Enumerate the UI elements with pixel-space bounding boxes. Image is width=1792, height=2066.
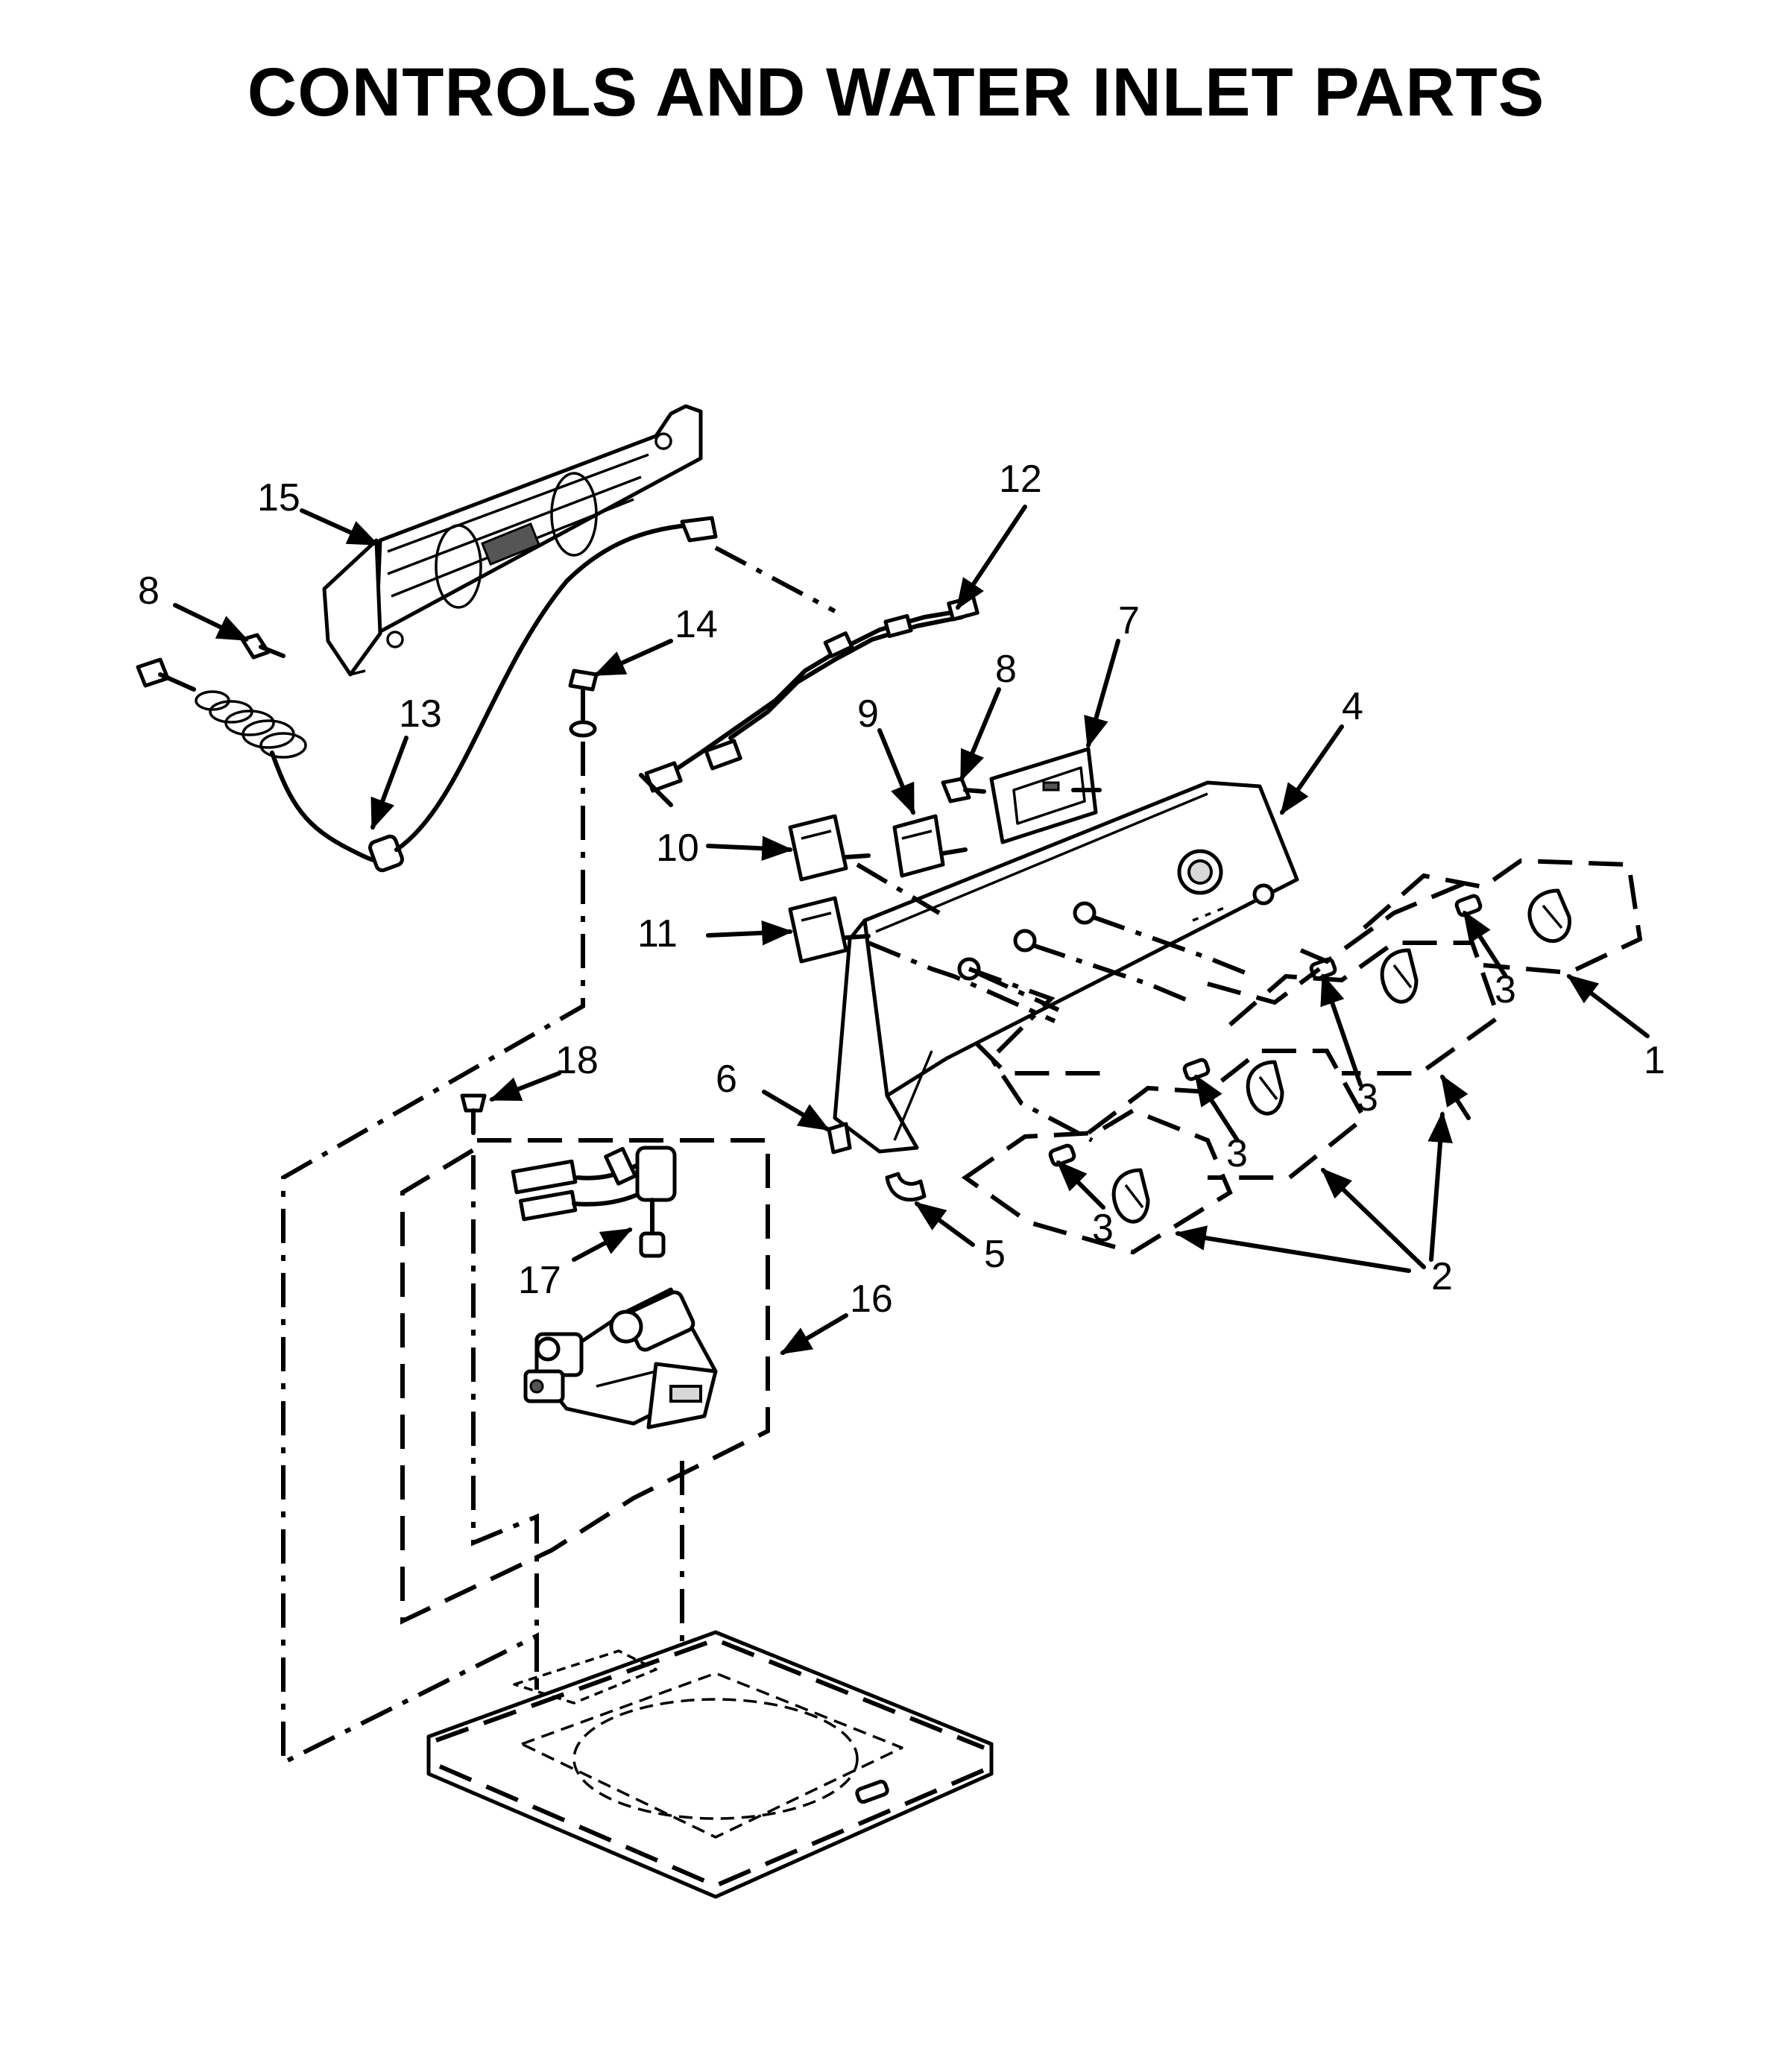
knob-1 [1527,888,1571,943]
knob-2 [1380,948,1419,1004]
callout-12: 12 [999,458,1042,501]
leader-arrows [173,505,1650,1355]
ground-path-line [281,742,585,1766]
callout-9: 9 [857,692,879,736]
callout-17: 17 [518,1259,561,1302]
insert-4 [1048,1143,1076,1167]
callout-3-a: 3 [1495,968,1516,1011]
callout-5: 5 [984,1233,1006,1276]
callout-3-b: 3 [1357,1076,1378,1119]
callout-labels: 15 8 13 14 12 7 8 9 4 10 11 3 1 3 3 3 2 … [138,458,1665,1321]
callout-7: 7 [1118,599,1140,642]
callout-14: 14 [675,603,718,646]
console-alignment-lines [714,546,1466,1143]
knob-group-boxes [961,858,1643,1255]
washer-cabinet-base [426,1630,994,1899]
callout-15: 15 [257,476,300,519]
clip-part-5 [885,1172,927,1202]
knob-4 [1111,1168,1150,1224]
callout-3-d: 3 [1092,1207,1114,1250]
callout-6: 6 [716,1058,737,1101]
water-valve-harness [511,1146,677,1258]
knob-3 [1246,1060,1284,1116]
callout-2: 2 [1431,1255,1453,1298]
clip-part-6 [827,1122,852,1154]
screw-right [941,777,986,803]
callout-18: 18 [555,1039,599,1082]
water-valve-group-boxes [400,1138,770,1729]
switch-part-11 [788,896,871,964]
callout-4: 4 [1342,685,1363,728]
callout-1: 1 [1644,1039,1665,1082]
power-cord [136,516,718,873]
ground-screw [568,669,599,738]
callout-10: 10 [656,827,699,870]
callout-13: 13 [399,692,442,736]
control-console [833,780,1299,1154]
screw-left [240,633,285,660]
diagram-title: CONTROLS AND WATER INLET PARTS [247,54,1545,130]
callout-8-right: 8 [995,648,1017,691]
rear-console-panel [322,404,703,677]
water-inlet-valve-assembly [523,1287,718,1430]
callout-16: 16 [850,1277,893,1321]
callout-3-c: 3 [1226,1132,1248,1175]
screw-part-18 [460,1093,487,1135]
callout-11: 11 [637,912,678,955]
insert-1 [1454,894,1483,917]
callout-8-left: 8 [138,569,160,613]
electronic-control-board [989,747,1102,844]
switch-part-9 [892,814,968,878]
switch-part-10 [788,814,871,882]
